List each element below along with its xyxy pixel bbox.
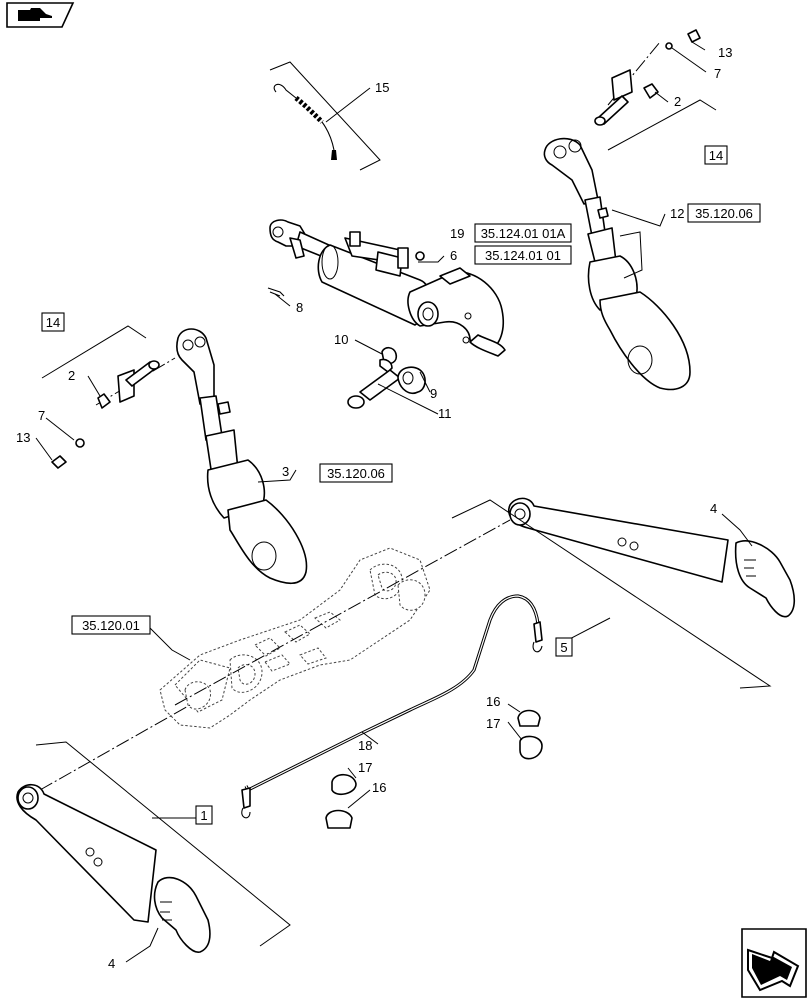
group-brackets	[35, 61, 772, 947]
boxed-callout-5[interactable]: 5	[555, 637, 573, 657]
callout-11: 11	[438, 406, 452, 421]
hydraulic-top-link-cylinder	[269, 219, 506, 357]
sensor-cable-18	[241, 594, 543, 819]
callout-17-right: 17	[486, 716, 500, 731]
leader-lines	[35, 41, 753, 963]
callout-2-left: 2	[68, 368, 75, 383]
callout-2-right: 2	[674, 94, 681, 109]
svg-text:5: 5	[560, 640, 567, 655]
callout-8: 8	[296, 300, 303, 315]
svg-text:35.120.06: 35.120.06	[327, 466, 385, 481]
pin-assembly-9-10-11	[347, 346, 426, 409]
next-page-arrow-icon[interactable]	[741, 928, 807, 998]
callout-labels: 15 13 7 2 12 19 6 8 10 9 11 2 7 13 3 4 1…	[16, 45, 732, 971]
reference-35-124-01-01[interactable]: 35.124.01 01	[474, 245, 572, 265]
callout-7-left: 7	[38, 408, 45, 423]
callout-4-left: 4	[108, 956, 115, 971]
svg-text:35.120.06: 35.120.06	[695, 206, 753, 221]
pin-assembly-right	[594, 29, 701, 126]
pin-assembly-left	[51, 360, 160, 469]
callout-19: 19	[450, 226, 464, 241]
boxed-callout-1[interactable]: 1	[195, 805, 213, 825]
callout-16-right: 16	[486, 694, 500, 709]
svg-text:14: 14	[46, 315, 60, 330]
lower-link-right	[508, 497, 796, 618]
hand-pointer-icon[interactable]	[6, 2, 75, 28]
svg-text:1: 1	[200, 808, 207, 823]
boxed-callout-14-right[interactable]: 14	[704, 145, 728, 165]
reference-35-124-01-01A[interactable]: 35.124.01 01A	[474, 223, 572, 243]
svg-text:35.124.01 01: 35.124.01 01	[485, 248, 561, 263]
svg-text:35.120.01: 35.120.01	[82, 618, 140, 633]
callout-18: 18	[358, 738, 372, 753]
callout-16-left: 16	[372, 780, 386, 795]
callout-15: 15	[375, 80, 389, 95]
lower-link-left	[16, 783, 211, 953]
check-chain-15	[273, 83, 337, 160]
callout-13-left: 13	[16, 430, 30, 445]
callout-17-left: 17	[358, 760, 372, 775]
callout-13-right: 13	[718, 45, 732, 60]
reference-35-120-06-upper[interactable]: 35.120.06	[687, 203, 761, 223]
lift-rod-right-12	[543, 137, 691, 391]
callout-7-right: 7	[714, 66, 721, 81]
nut-and-cap-16-17	[325, 709, 543, 829]
boxed-callout-14-left[interactable]: 14	[41, 312, 65, 332]
callout-4-right: 4	[710, 501, 717, 516]
svg-text:35.124.01 01A: 35.124.01 01A	[481, 226, 566, 241]
svg-text:14: 14	[709, 148, 723, 163]
lift-rod-left-3	[176, 328, 308, 585]
reference-35-120-06-lower[interactable]: 35.120.06	[319, 463, 393, 483]
callout-10: 10	[334, 332, 348, 347]
callout-9: 9	[430, 386, 437, 401]
callout-3: 3	[282, 464, 289, 479]
callout-12: 12	[670, 206, 684, 221]
reference-35-120-01[interactable]: 35.120.01	[71, 615, 151, 635]
callout-6: 6	[450, 248, 457, 263]
